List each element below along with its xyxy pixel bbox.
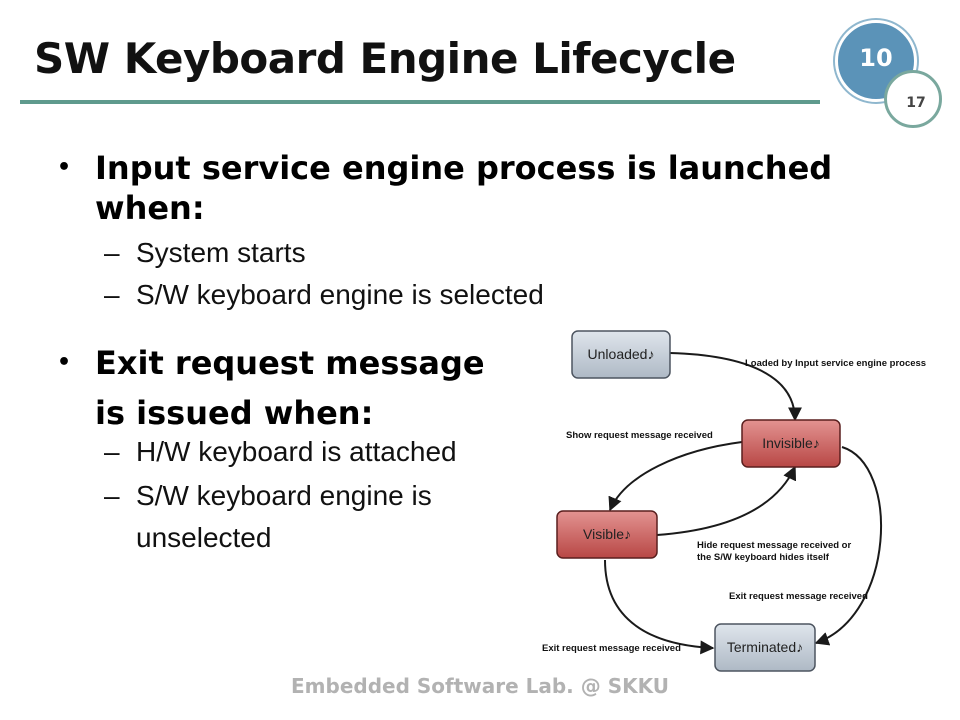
edge-exit-right bbox=[814, 446, 883, 646]
edge-show bbox=[608, 441, 743, 512]
edge-label-exit-right: Exit request message received bbox=[729, 591, 868, 602]
dash: – bbox=[104, 237, 120, 268]
edge-exit-left bbox=[604, 559, 715, 655]
state-marker: ♪ bbox=[796, 639, 803, 655]
page-number: 10 bbox=[859, 44, 893, 72]
dash: – bbox=[104, 480, 120, 511]
edge-label-show: Show request message received bbox=[566, 430, 713, 441]
state-unloaded: Unloaded♪ bbox=[571, 330, 671, 379]
bullet-launch: • Input service engine process is launch… bbox=[57, 148, 833, 228]
total-pages: 17 bbox=[906, 95, 926, 111]
state-visible: Visible♪ bbox=[556, 510, 658, 559]
sub-item-text: S/W keyboard engine is bbox=[136, 480, 432, 511]
state-marker: ♪ bbox=[813, 435, 820, 451]
edge-loaded bbox=[669, 352, 802, 422]
lifecycle-state-diagram: Unloaded♪ Invisible♪ Visible♪ Terminated… bbox=[542, 330, 926, 672]
edge-hide bbox=[656, 465, 797, 536]
title-underline bbox=[20, 100, 820, 104]
sub-item-text: System starts bbox=[136, 237, 306, 268]
bullet-text-line: Input service engine process is launched bbox=[95, 149, 833, 187]
edge-label-hide-2: the S/W keyboard hides itself bbox=[697, 552, 830, 563]
svg-text:Invisible♪: Invisible♪ bbox=[762, 435, 820, 451]
slide-footer: Embedded Software Lab. @ SKKU bbox=[291, 674, 669, 698]
dash: – bbox=[104, 279, 120, 310]
page-number-badge: 10 bbox=[835, 20, 917, 102]
sub-item-text: S/W keyboard engine is selected bbox=[136, 279, 544, 310]
state-invisible-label: Invisible bbox=[762, 435, 813, 451]
svg-text:Visible♪: Visible♪ bbox=[583, 526, 631, 542]
state-marker: ♪ bbox=[647, 346, 654, 362]
bullet-text-line: Exit request message bbox=[95, 344, 485, 382]
svg-text:Terminated♪: Terminated♪ bbox=[727, 639, 803, 655]
svg-text:Unloaded♪: Unloaded♪ bbox=[588, 346, 655, 362]
edge-label-hide-1: Hide request message received or bbox=[697, 540, 851, 551]
bullet-dot: • bbox=[57, 155, 72, 180]
bullet-dot: • bbox=[57, 350, 72, 375]
state-marker: ♪ bbox=[624, 526, 631, 542]
slide-title: SW Keyboard Engine Lifecycle bbox=[34, 34, 736, 83]
sub-item: –H/W keyboard is attached bbox=[104, 433, 457, 471]
bullet-text-line: when: bbox=[95, 189, 205, 227]
dash: – bbox=[104, 436, 120, 467]
edge-label-exit-left: Exit request message received bbox=[542, 643, 681, 654]
state-terminated-label: Terminated bbox=[727, 639, 796, 655]
sub-item: –S/W keyboard engine is selected bbox=[104, 276, 544, 314]
state-visible-label: Visible bbox=[583, 526, 624, 542]
state-unloaded-label: Unloaded bbox=[588, 346, 648, 362]
sub-item-continuation: unselected bbox=[136, 522, 272, 553]
sub-item-text: H/W keyboard is attached bbox=[136, 436, 457, 467]
state-terminated: Terminated♪ bbox=[714, 623, 816, 672]
bullet-exit: • Exit request message is issued when: bbox=[57, 338, 485, 438]
sub-item: –System starts bbox=[104, 234, 306, 272]
edge-label-loaded: Loaded by Input service engine process bbox=[745, 358, 926, 369]
total-pages-badge: 17 bbox=[884, 70, 942, 128]
state-invisible: Invisible♪ bbox=[741, 419, 841, 468]
bullet-text-line: is issued when: bbox=[95, 394, 374, 432]
sub-item: –S/W keyboard engine is bbox=[104, 477, 432, 515]
